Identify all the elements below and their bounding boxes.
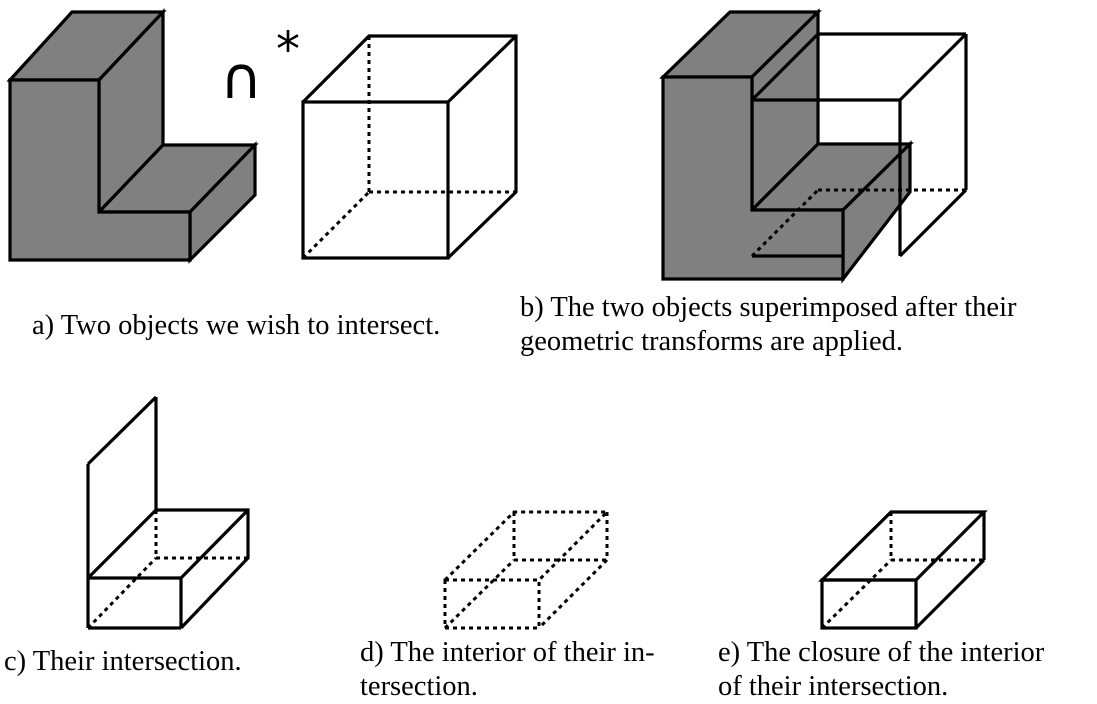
- panel-b-superimposed: [659, 8, 968, 284]
- caption-d-line2: tersection.: [360, 671, 478, 702]
- panel-a-l-solid: [6, 7, 259, 264]
- caption-a: a) Two objects we wish to intersect.: [32, 310, 440, 341]
- regularized-star: *: [276, 22, 300, 78]
- panel-a-cube: [301, 34, 518, 260]
- intersection-symbol: ∩: [220, 44, 262, 112]
- caption-b-line2: geometric transforms are applied.: [520, 326, 903, 357]
- caption-c: c) Their intersection.: [4, 646, 242, 677]
- caption-e-line1: e) The closure of the interior: [718, 637, 1045, 668]
- panel-e-closure: [818, 510, 988, 630]
- caption-b-line1: b) The two objects superimposed after th…: [520, 292, 1017, 323]
- panel-d-interior: [441, 510, 611, 630]
- panel-c-intersection: [86, 395, 250, 630]
- caption-e-line2: of their intersection.: [718, 671, 948, 702]
- intersection-operator: ∩ *: [220, 22, 300, 112]
- caption-d-line1: d) The interior of their in-: [360, 637, 655, 668]
